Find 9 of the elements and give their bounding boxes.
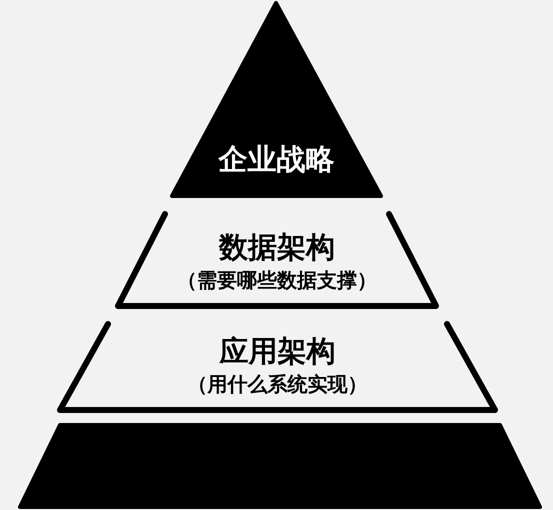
layer-subtitle: （需要哪些数据支撑） (177, 267, 377, 294)
pyramid-layer (18, 423, 542, 509)
pyramid-apex (168, 0, 385, 199)
pyramid-layer (57, 320, 498, 414)
layer-title: 数据架构 (219, 229, 335, 266)
layer-title: 应用架构 (220, 333, 336, 370)
layer-title: 企业战略 (218, 141, 334, 178)
pyramid-layer (115, 210, 439, 310)
layer-subtitle: （用什么系统实现） (188, 371, 368, 398)
